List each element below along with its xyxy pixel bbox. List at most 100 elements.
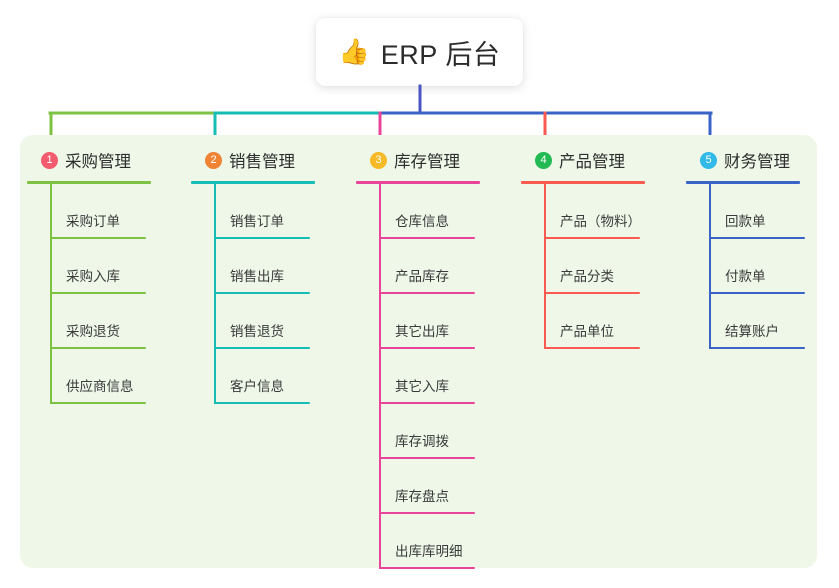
branches-panel [20, 135, 817, 568]
branch-item[interactable]: 供应商信息 [22, 349, 184, 404]
branch-item-underline [50, 292, 146, 294]
branch-item[interactable]: 出库库明细 [351, 514, 513, 569]
branch-item[interactable]: 其它入库 [351, 349, 513, 404]
branch-item[interactable]: 采购入库 [22, 239, 184, 294]
root-node-card[interactable]: 👍 ERP 后台 [316, 18, 523, 86]
branch-item-underline [214, 402, 310, 404]
branch-title: 销售管理 [229, 153, 295, 171]
branch-item-underline [50, 237, 146, 239]
branch-item-label: 产品分类 [560, 269, 614, 284]
thumbs-up-icon: 👍 [338, 37, 370, 66]
branch-item[interactable]: 销售退货 [186, 294, 348, 349]
branch-item[interactable]: 销售订单 [186, 184, 348, 239]
branch-items-list: 产品（物料） 产品分类产品单位 [516, 184, 678, 349]
branch-item-underline [50, 347, 146, 349]
branch-underline [356, 181, 480, 184]
branch-item[interactable]: 付款单 [681, 239, 833, 294]
branch-item-label: 其它入库 [395, 379, 449, 394]
branch-item[interactable]: 产品（物料） [516, 184, 678, 239]
branch-item-label: 客户信息 [230, 379, 284, 394]
branch-item-underline [379, 512, 475, 514]
branch-item-underline [379, 567, 475, 569]
branch-item[interactable]: 采购订单 [22, 184, 184, 239]
branch-underline [521, 181, 645, 184]
branch-items-list: 仓库信息产品库存其它出库其它入库库存调拨库存盘点出库库明细 [351, 184, 513, 569]
branch-spine [50, 184, 52, 404]
branch-item-underline [709, 292, 805, 294]
branch-item-underline [379, 237, 475, 239]
branch-item-label: 销售出库 [230, 269, 284, 284]
branch-number-badge: 4 [535, 151, 552, 169]
branch-number-badge: 2 [205, 151, 222, 169]
branch-items-list: 采购订单采购入库采购退货供应商信息 [22, 184, 184, 404]
branch-item-label: 产品库存 [395, 269, 449, 284]
branch-item-underline [379, 402, 475, 404]
branch-title: 产品管理 [559, 153, 625, 171]
branch-item-underline [709, 237, 805, 239]
branch-item[interactable]: 仓库信息 [351, 184, 513, 239]
branch-item-label: 供应商信息 [66, 379, 134, 394]
branch-header-4[interactable]: 4 产品管理 [516, 147, 678, 173]
branch-item-underline [379, 457, 475, 459]
branch-item-underline [709, 347, 805, 349]
branch-item-label: 采购订单 [66, 214, 120, 229]
branch-item-label: 其它出库 [395, 324, 449, 339]
branch-item-label: 产品（物料） [560, 214, 641, 229]
branch-spine [214, 184, 216, 404]
branch-item-label: 库存盘点 [395, 489, 449, 504]
branch-header-1[interactable]: 1 采购管理 [22, 147, 184, 173]
branch-item-label: 库存调拨 [395, 434, 449, 449]
branch-title: 财务管理 [724, 153, 790, 171]
branch-item-label: 采购退货 [66, 324, 120, 339]
branch-underline [27, 181, 151, 184]
branch-item-underline [379, 292, 475, 294]
branch-item-underline [214, 347, 310, 349]
branch-item-label: 出库库明细 [395, 544, 463, 559]
branch-column-2: 2 销售管理销售订单销售出库销售退货客户信息 [186, 147, 348, 404]
branch-item-label: 产品单位 [560, 324, 614, 339]
branch-items-list: 销售订单销售出库销售退货客户信息 [186, 184, 348, 404]
branch-item[interactable]: 产品库存 [351, 239, 513, 294]
branch-title: 采购管理 [65, 153, 131, 171]
branch-number-badge: 5 [700, 151, 717, 169]
branch-header-2[interactable]: 2 销售管理 [186, 147, 348, 173]
branch-underline [191, 181, 315, 184]
branch-underline [686, 181, 800, 184]
branch-number-badge: 1 [41, 151, 58, 169]
branch-title: 库存管理 [394, 153, 460, 171]
branch-items-list: 回款单付款单结算账户 [681, 184, 833, 349]
branch-item[interactable]: 其它出库 [351, 294, 513, 349]
branch-item-underline [214, 237, 310, 239]
branch-item-underline [50, 402, 146, 404]
branch-item[interactable]: 客户信息 [186, 349, 348, 404]
branch-item[interactable]: 库存盘点 [351, 459, 513, 514]
branch-item[interactable]: 回款单 [681, 184, 833, 239]
branch-column-5: 5 财务管理回款单付款单结算账户 [681, 147, 833, 349]
branch-item-label: 回款单 [725, 214, 766, 229]
branch-item-label: 销售订单 [230, 214, 284, 229]
branch-item[interactable]: 库存调拨 [351, 404, 513, 459]
root-title: ERP 后台 [380, 39, 501, 70]
branch-item-label: 销售退货 [230, 324, 284, 339]
branch-spine [379, 184, 381, 569]
branch-spine [544, 184, 546, 349]
branch-item[interactable]: 产品单位 [516, 294, 678, 349]
branch-column-4: 4 产品管理产品（物料） 产品分类产品单位 [516, 147, 678, 349]
branch-item-label: 采购入库 [66, 269, 120, 284]
branch-item-underline [379, 347, 475, 349]
branch-item-underline [544, 347, 640, 349]
branch-item-underline [214, 292, 310, 294]
root-node-content: 👍 ERP 后台 [339, 33, 501, 72]
branch-header-5[interactable]: 5 财务管理 [681, 147, 833, 173]
branch-item[interactable]: 销售出库 [186, 239, 348, 294]
branch-item-label: 付款单 [725, 269, 766, 284]
branch-item-label: 结算账户 [725, 324, 779, 339]
branch-item-underline [544, 292, 640, 294]
branch-item[interactable]: 产品分类 [516, 239, 678, 294]
branch-item[interactable]: 采购退货 [22, 294, 184, 349]
branch-item[interactable]: 结算账户 [681, 294, 833, 349]
branch-column-1: 1 采购管理采购订单采购入库采购退货供应商信息 [22, 147, 184, 404]
